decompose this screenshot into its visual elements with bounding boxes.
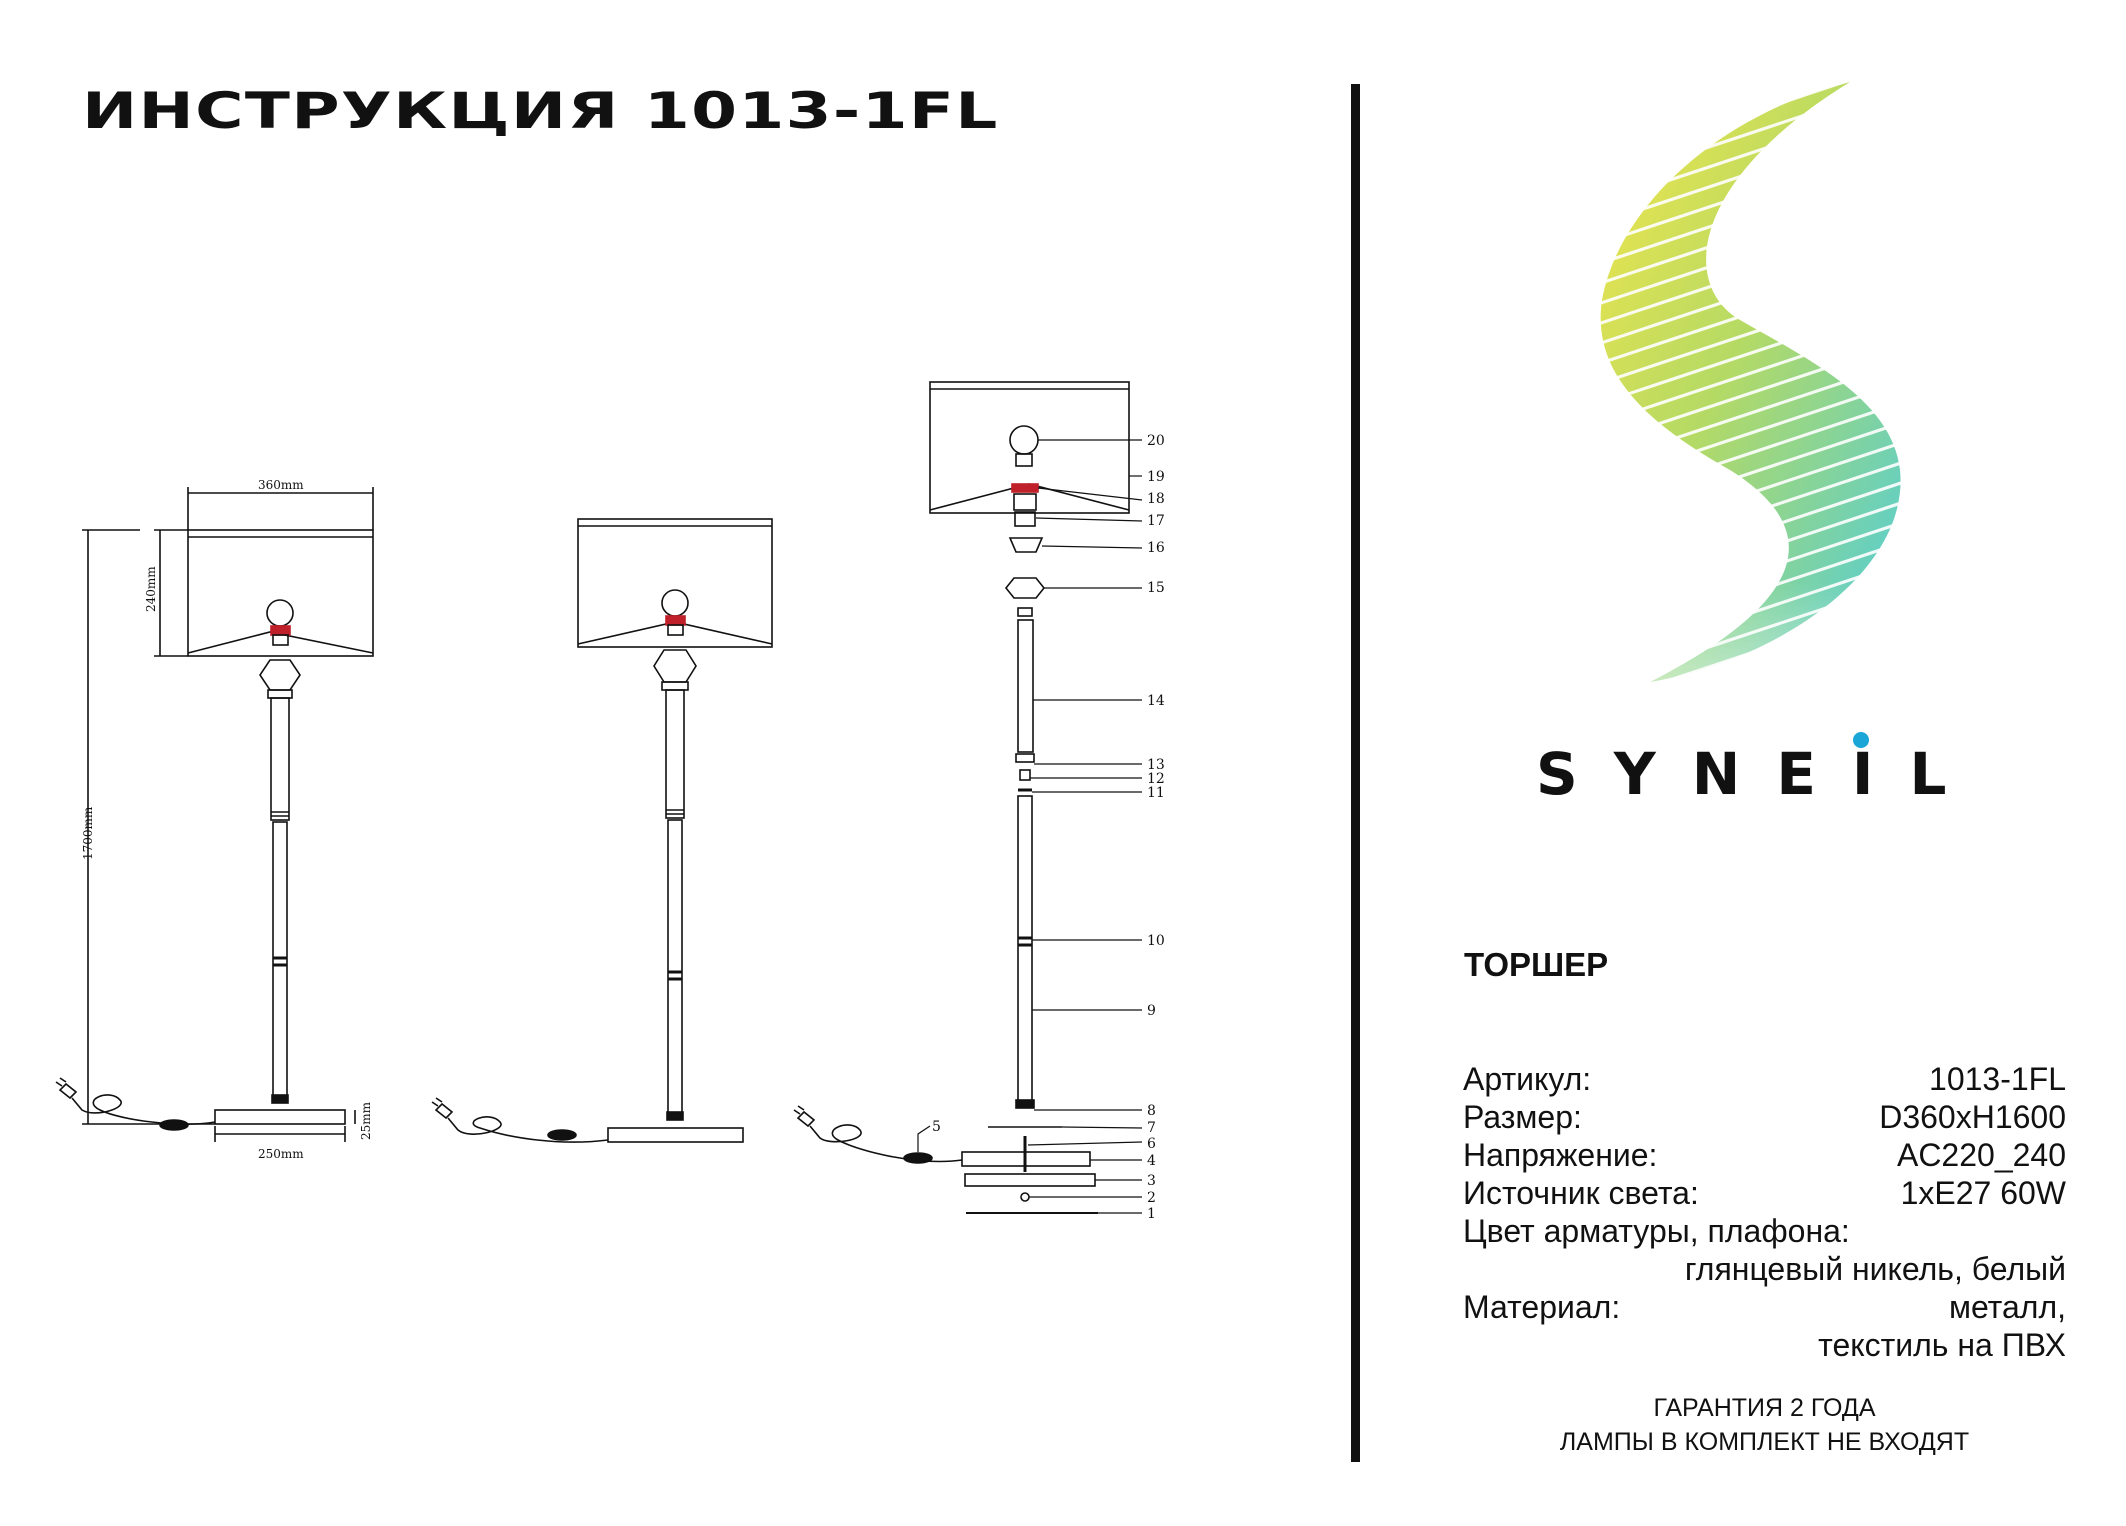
spec-row-color: Цвет арматуры, плафона: (1463, 1212, 2066, 1250)
foot-switch (547, 1129, 577, 1141)
product-type: ТОРШЕР (1464, 946, 1609, 983)
syneil-wave-logo-icon (1580, 70, 1950, 710)
shade-spider (187, 631, 374, 654)
spec-value-color: глянцевый никель, белый (1684, 1251, 2066, 1287)
lamp-base (214, 1109, 346, 1125)
foot-switch (903, 1152, 933, 1164)
spec-label: Размер: (1463, 1099, 1582, 1135)
spec-value-material-2: текстиль на ПВХ (1818, 1327, 2066, 1363)
power-plug (431, 1097, 454, 1120)
stem-upper (270, 697, 290, 821)
exploded-cup (1008, 537, 1044, 553)
power-plug (55, 1077, 78, 1100)
stem-knuckle (259, 659, 301, 691)
spec-value: металл, (1948, 1289, 2066, 1325)
exploded-knuckle (1004, 577, 1046, 599)
part-number-2: 2 (1147, 1190, 1156, 1206)
exploded-upper-tube (1017, 619, 1034, 753)
power-cord (447, 1116, 609, 1143)
part-number-8: 8 (1147, 1103, 1156, 1119)
lamp-socket (270, 625, 291, 636)
part-number-7: 7 (1147, 1120, 1156, 1136)
part-number-13: 13 (1147, 757, 1165, 773)
dim-base-width-label: 250mm (258, 1147, 304, 1161)
lamp-socket (665, 615, 686, 626)
lamp-bulb (661, 589, 689, 617)
part-leader-lines (917, 439, 1143, 1214)
spec-row-article: Артикул: 1013-1FL (1463, 1060, 2066, 1098)
stem-lower (667, 819, 683, 1119)
lamp-view-exploded: 20 19 18 17 16 15 14 13 12 11 10 9 8 7 6… (793, 381, 1165, 1222)
part-number-11: 11 (1147, 785, 1165, 801)
lamp-base (607, 1127, 744, 1143)
spec-label: Источник света: (1463, 1175, 1699, 1211)
foot-switch (159, 1119, 189, 1131)
power-plug (793, 1105, 816, 1128)
spec-label: Материал: (1463, 1289, 1621, 1325)
page-title: ИНСТРУКЦИЯ 1013-1FL (82, 82, 999, 140)
exploded-bulb (1009, 425, 1039, 455)
spec-row-voltage: Напряжение: AC220_240 (1463, 1136, 2066, 1174)
spec-row-light-source: Источник света: 1xE27 60W (1463, 1174, 2066, 1212)
part-number-5: 5 (932, 1119, 941, 1135)
spec-row-size: Размер: D360xH1600 (1463, 1098, 2066, 1136)
spec-value: 1xE27 60W (1900, 1175, 2066, 1211)
part-number-15: 15 (1147, 580, 1165, 596)
spec-value: D360xH1600 (1879, 1099, 2066, 1135)
dim-total-height-label: 1700mm (81, 806, 95, 860)
part-number-12: 12 (1147, 771, 1165, 787)
warranty-note: ГАРАНТИЯ 2 ГОДА (1653, 1394, 1876, 1422)
lamp-technical-drawing: 360mm 240mm 1700mm 250mm 25mm (55, 381, 1165, 1222)
spec-label: Напряжение: (1463, 1137, 1658, 1173)
dim-width-label: 360mm (258, 478, 304, 492)
part-number-4: 4 (1147, 1153, 1156, 1169)
lamp-view-assembled (431, 518, 773, 1143)
vertical-divider (1351, 84, 1360, 1462)
part-number-10: 10 (1147, 933, 1165, 949)
exploded-lower-tube (1017, 795, 1033, 1107)
spec-value: 1013-1FL (1929, 1061, 2066, 1097)
spec-label: Цвет арматуры, плафона: (1463, 1213, 1850, 1249)
spec-value: AC220_240 (1896, 1137, 2066, 1173)
part-number-19: 19 (1147, 469, 1165, 485)
lamp-view-dimensioned: 360mm 240mm 1700mm 250mm 25mm (55, 478, 374, 1161)
lamps-note: ЛАМПЫ В КОМПЛЕКТ НЕ ВХОДЯТ (1559, 1428, 1970, 1456)
notes: ГАРАНТИЯ 2 ГОДА ЛАМПЫ В КОМПЛЕКТ НЕ ВХОД… (1463, 1391, 2066, 1459)
part-number-16: 16 (1147, 540, 1165, 556)
spec-row-material: Материал: металл, (1463, 1288, 2066, 1326)
spec-list: Артикул: 1013-1FL Размер: D360xH1600 Нап… (1463, 1060, 2066, 1364)
dim-base-height-label: 25mm (359, 1101, 373, 1140)
part-number-20: 20 (1147, 433, 1165, 449)
spec-label: Артикул: (1463, 1061, 1592, 1097)
stem-upper (665, 689, 685, 819)
power-cord (71, 1094, 216, 1125)
part-number-6: 6 (1147, 1136, 1156, 1152)
dim-shade-height-label: 240mm (144, 566, 158, 612)
brand-dot-icon (1853, 732, 1869, 748)
part-number-9: 9 (1147, 1003, 1156, 1019)
part-numbers: 20 19 18 17 16 15 14 13 12 11 10 9 8 7 6… (932, 433, 1165, 1222)
power-cord (809, 1124, 963, 1163)
brand-name: SYNEIL (1536, 740, 1983, 808)
exploded-base-plate (964, 1173, 1096, 1187)
part-number-18: 18 (1147, 491, 1165, 507)
part-number-17: 17 (1147, 513, 1165, 529)
part-number-14: 14 (1147, 693, 1165, 709)
exploded-shade (929, 381, 1130, 514)
lamp-shade (187, 529, 374, 657)
part-number-1: 1 (1147, 1206, 1156, 1222)
part-number-3: 3 (1147, 1173, 1156, 1189)
lamp-shade (577, 518, 773, 648)
lamp-bulb (266, 599, 294, 627)
exploded-base-top (961, 1151, 1091, 1167)
stem-knuckle (653, 649, 697, 683)
stem-lower (272, 821, 288, 1103)
exploded-socket-ring (1011, 483, 1039, 493)
